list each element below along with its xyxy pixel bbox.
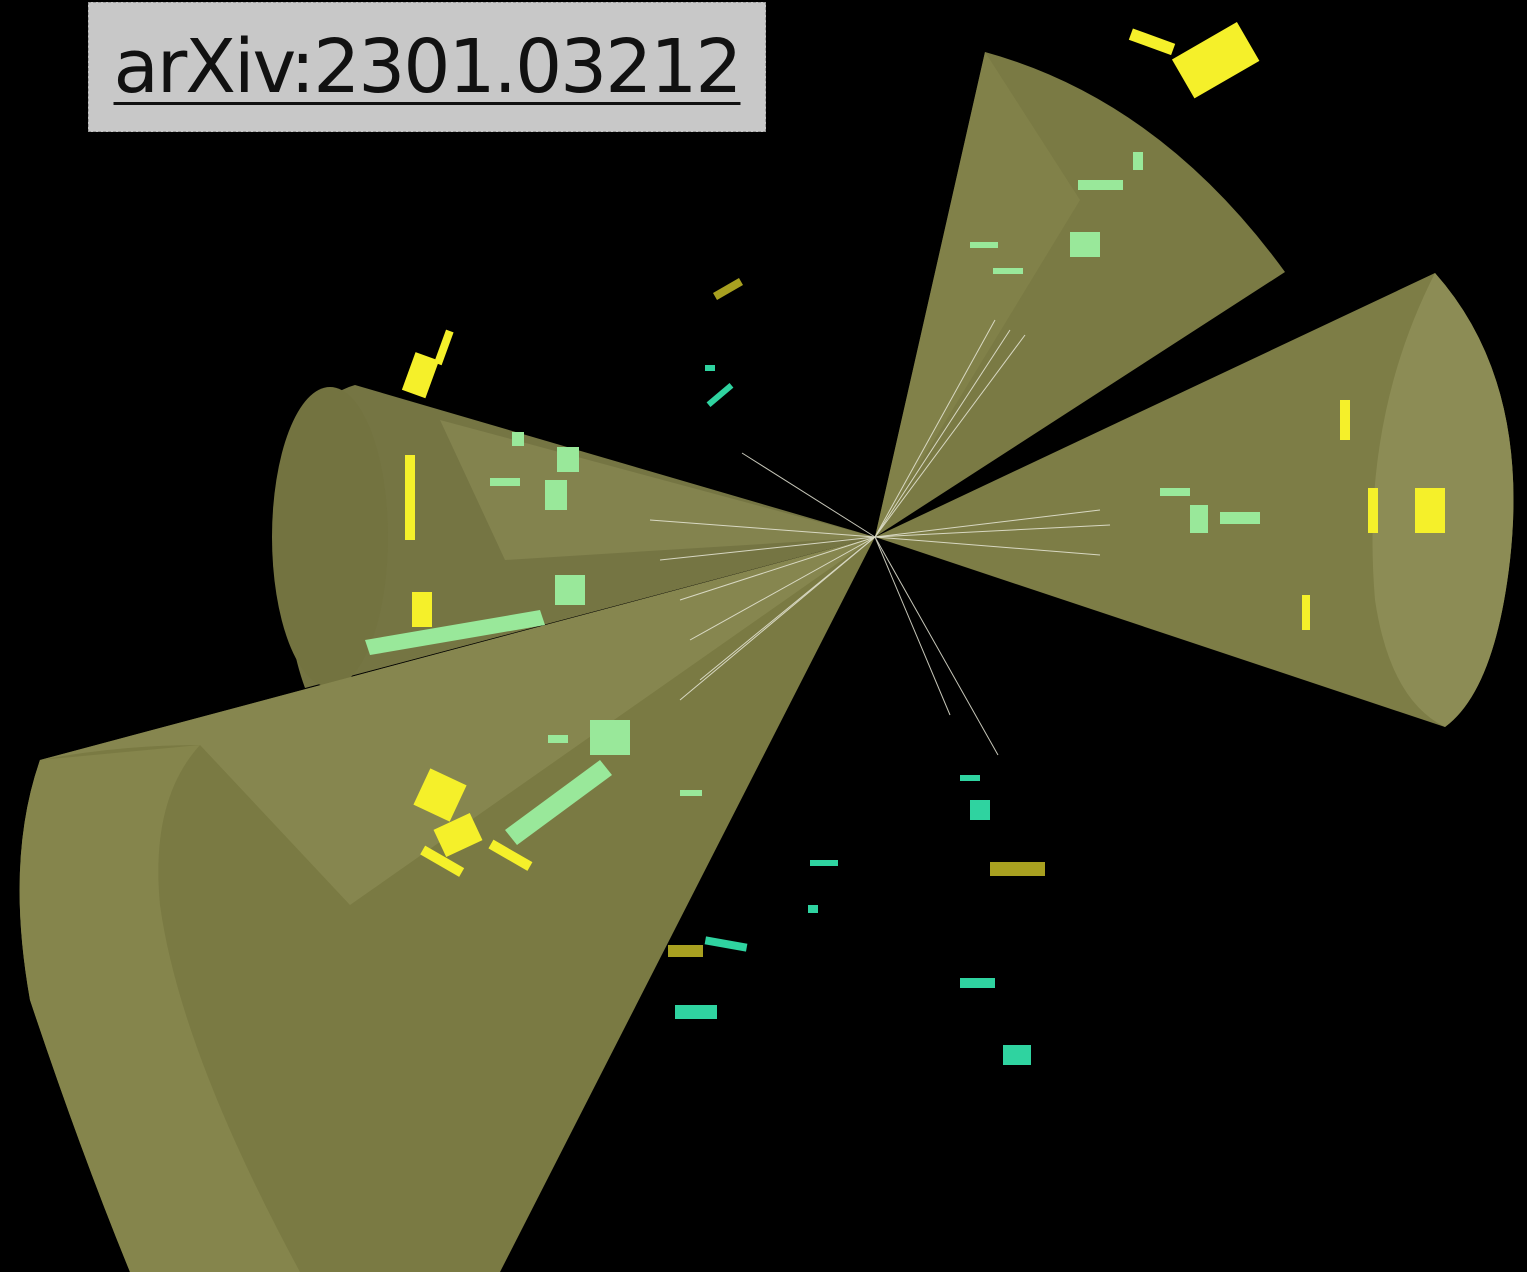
em-cells bbox=[401, 21, 1445, 877]
hadronic-cells bbox=[365, 152, 1260, 845]
tracks bbox=[649, 319, 1111, 756]
jet-cone-top-right bbox=[875, 52, 1285, 537]
muon-hits bbox=[668, 278, 1045, 1065]
arxiv-label-box: arXiv:2301.03212 bbox=[88, 2, 766, 132]
jet-cone-lower-left bbox=[19, 537, 876, 1272]
arxiv-label[interactable]: arXiv:2301.03212 bbox=[113, 24, 743, 110]
